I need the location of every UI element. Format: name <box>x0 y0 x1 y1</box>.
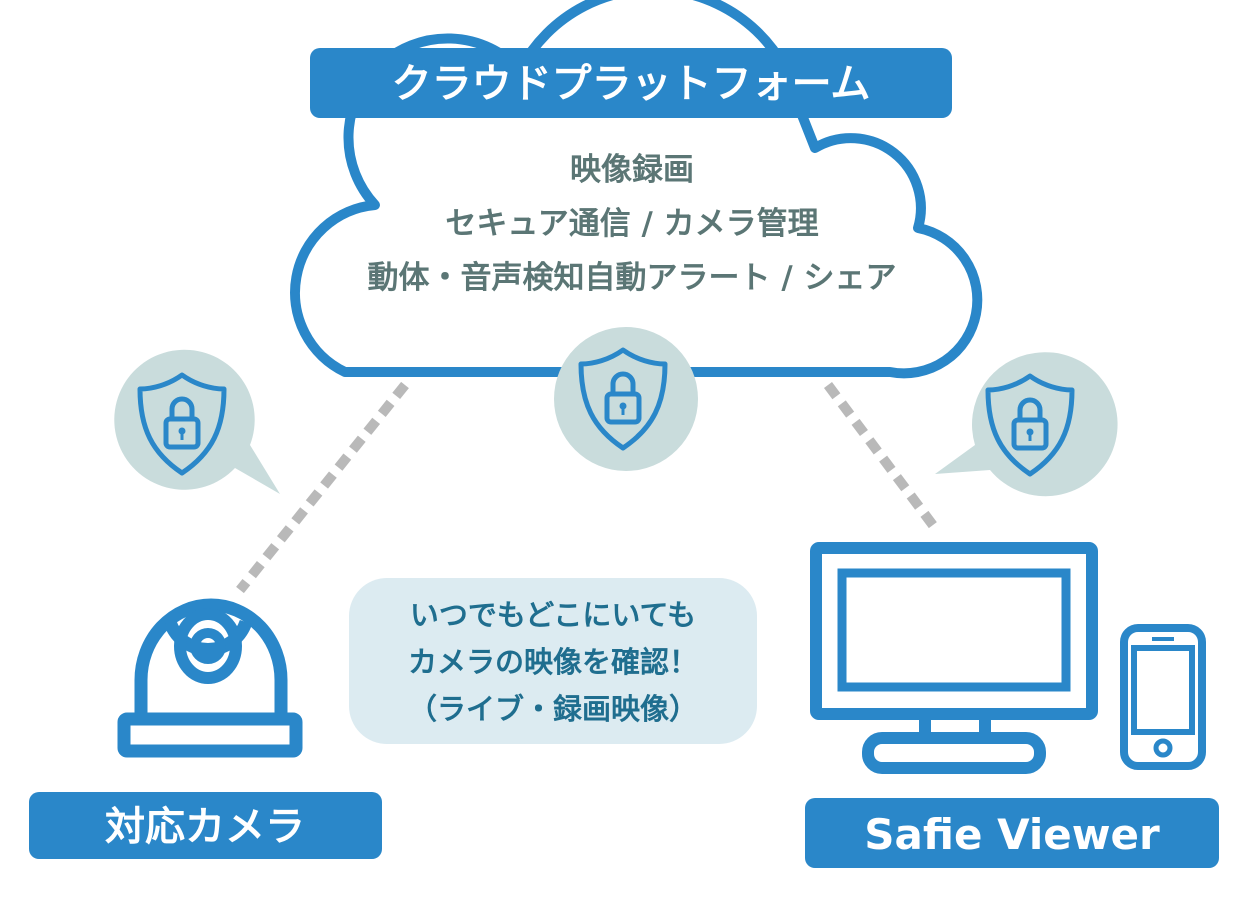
cloud-title: クラウドプラットフォーム <box>392 61 871 107</box>
camera-label-badge: 対応カメラ <box>29 792 382 859</box>
viewer-label-badge: Safie Viewer <box>805 798 1219 868</box>
message-bubble: いつでもどこにいても カメラの映像を確認！ （ライブ・録画映像） <box>349 578 757 744</box>
shield-lock-icon-center <box>554 327 698 471</box>
message-line: （ライブ・録画映像） <box>408 692 698 726</box>
monitor-icon <box>810 542 1098 774</box>
shield-lock-icon-left <box>114 349 280 494</box>
cloud-feature: 動体・音声検知自動アラート / シェア <box>368 260 897 296</box>
shield-lock-icon-right <box>935 352 1118 497</box>
connection-camera-cloud <box>236 381 409 594</box>
camera-label: 対応カメラ <box>105 804 305 850</box>
viewer-label: Safie Viewer <box>864 810 1160 859</box>
connection-viewer-cloud <box>823 382 940 531</box>
smartphone-icon <box>1120 624 1206 770</box>
cloud-feature: セキュア通信 / カメラ管理 <box>445 206 818 242</box>
message-line: いつでもどこにいても <box>410 598 696 632</box>
cloud-feature: 映像録画 <box>570 152 694 188</box>
cloud-title-badge: クラウドプラットフォーム <box>310 48 952 118</box>
dome-camera-icon <box>117 598 303 758</box>
message-line: カメラの映像を確認！ <box>408 645 698 679</box>
